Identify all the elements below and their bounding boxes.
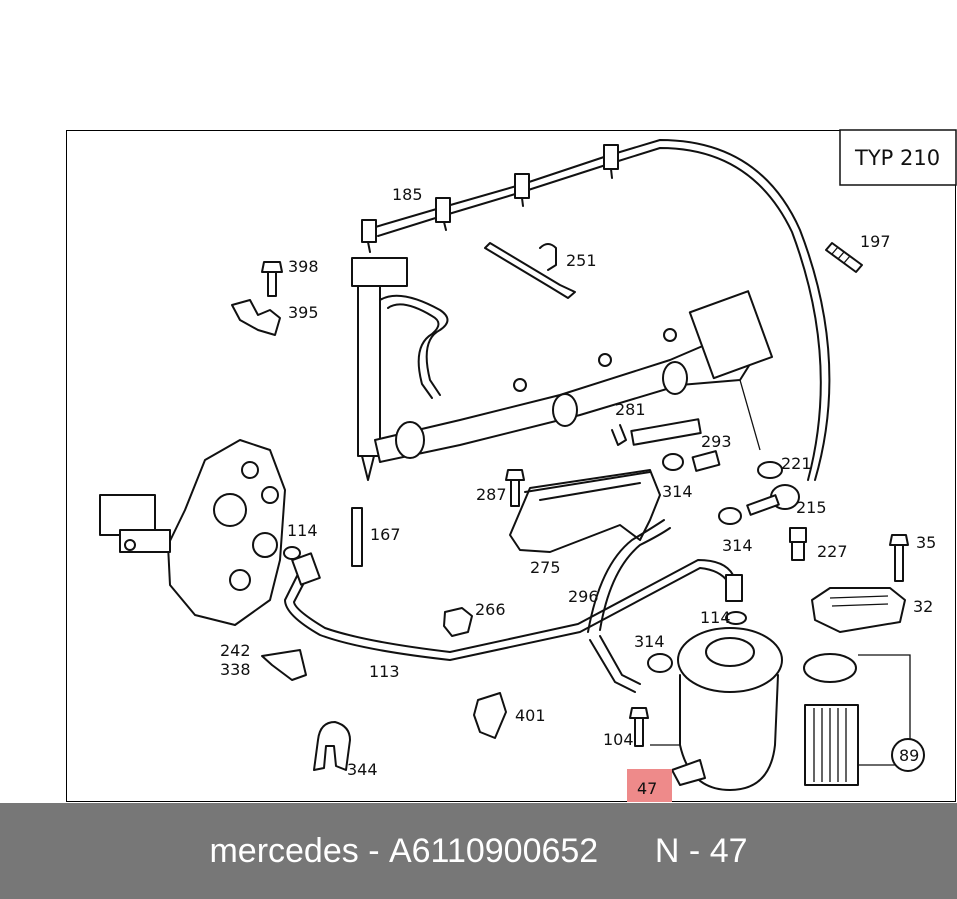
clip-395[interactable] [231, 299, 281, 336]
bracket-275[interactable] [509, 469, 661, 553]
label-251: 251 [566, 251, 597, 270]
highlight-box-47 [627, 769, 672, 802]
clamp-314b[interactable] [718, 507, 742, 525]
position-number: 47 [709, 831, 748, 870]
label-314a: 314 [662, 482, 693, 501]
label-35: 35 [916, 533, 936, 552]
label-32: 32 [913, 597, 933, 616]
return-line-185[interactable] [361, 139, 831, 481]
bracket-251[interactable] [484, 242, 576, 299]
footer-caption: mercedes - A6110900652 N - 47 [0, 803, 957, 899]
label-344: 344 [347, 760, 378, 779]
bolt-35[interactable] [889, 534, 909, 582]
fuel-filter-housing[interactable] [671, 627, 783, 791]
o-ring-114a[interactable] [283, 546, 301, 560]
parts-diagram: TYP 210 [99, 129, 957, 802]
label-275: 275 [530, 558, 561, 577]
bolt-398[interactable] [261, 261, 283, 297]
type-box [839, 129, 957, 186]
clip-344[interactable] [313, 721, 351, 771]
label-114a: 114 [287, 521, 318, 540]
position-prefix: N - [654, 831, 710, 870]
label-266: 266 [475, 600, 506, 619]
control-unit-32[interactable] [811, 587, 906, 633]
label-338: 338 [220, 660, 251, 679]
label-113: 113 [369, 662, 400, 681]
label-167: 167 [370, 525, 401, 544]
label-185: 185 [392, 185, 423, 204]
label-287: 287 [476, 485, 507, 504]
washer-221[interactable] [757, 461, 783, 479]
hose-296[interactable] [587, 519, 671, 633]
label-197: 197 [860, 232, 891, 251]
injector[interactable] [351, 257, 449, 481]
label-293: 293 [701, 432, 732, 451]
high-pressure-pump[interactable] [99, 439, 286, 626]
label-296: 296 [568, 587, 599, 606]
fuel-line-113[interactable] [284, 552, 734, 661]
clip-266[interactable] [443, 607, 473, 637]
hose-293[interactable] [691, 450, 721, 472]
hose-281[interactable] [611, 418, 702, 446]
bolt-227[interactable] [789, 527, 807, 561]
label-104: 104 [603, 730, 634, 749]
label-281: 281 [615, 400, 646, 419]
clip-401[interactable] [473, 692, 507, 739]
label-89: 89 [899, 746, 919, 765]
clamp-314a[interactable] [662, 453, 684, 471]
pin-167[interactable] [351, 507, 363, 567]
label-314b: 314 [722, 536, 753, 555]
label-215: 215 [796, 498, 827, 517]
label-401: 401 [515, 706, 546, 725]
label-114b: 114 [700, 608, 731, 627]
label-221: 221 [781, 454, 812, 473]
label-242: 242 [220, 641, 251, 660]
label-314c: 314 [634, 632, 665, 651]
label-395: 395 [288, 303, 319, 322]
filter-element-89[interactable] [803, 653, 925, 786]
brand-name: mercedes [209, 831, 359, 870]
label-227: 227 [817, 542, 848, 561]
part-number: A6110900652 [388, 831, 599, 870]
label-47: 47 [637, 779, 657, 798]
bolt-197[interactable] [825, 242, 863, 273]
banjo-215[interactable] [746, 484, 800, 516]
bolt-287[interactable] [505, 469, 525, 507]
fuel-rail[interactable] [374, 290, 774, 463]
connector-114b[interactable] [725, 574, 747, 625]
separator: - [358, 831, 389, 870]
clip-242-338[interactable] [261, 649, 307, 681]
label-398: 398 [288, 257, 319, 276]
type-label: TYP 210 [854, 146, 940, 170]
hose-314c[interactable] [589, 635, 673, 693]
spacer [598, 832, 655, 871]
bolt-104[interactable] [629, 707, 680, 747]
